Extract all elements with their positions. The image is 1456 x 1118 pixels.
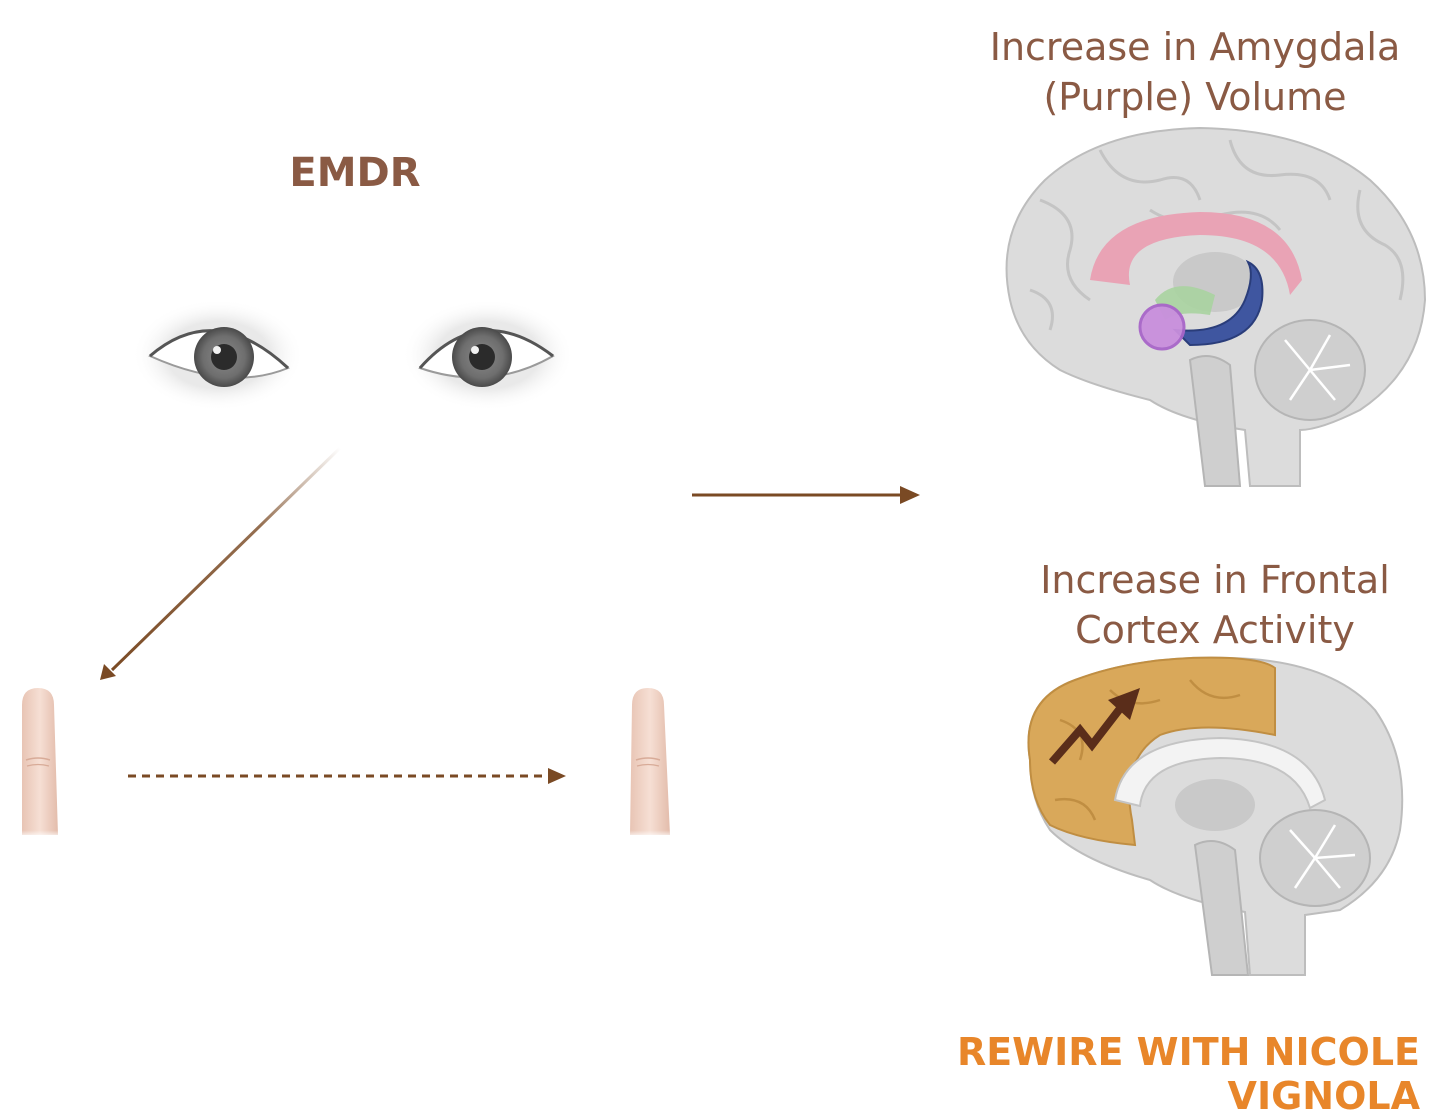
amygdala-caption: Increase in Amygdala (Purple) Volume xyxy=(960,22,1430,122)
trend-up-arrow-icon xyxy=(1048,688,1140,765)
left-finger-icon xyxy=(18,688,62,838)
brain-amygdala-icon xyxy=(1005,126,1427,487)
frontal-caption: Increase in Frontal Cortex Activity xyxy=(985,555,1445,655)
frontal-caption-line1: Increase in Frontal xyxy=(1040,558,1390,602)
emdr-title: EMDR xyxy=(289,150,421,196)
right-eye-icon xyxy=(402,299,574,411)
brain-frontal-cortex-icon xyxy=(1027,656,1404,976)
emdr-to-brain-arrow xyxy=(692,486,920,504)
left-eye-icon xyxy=(132,299,304,411)
amygdala-caption-line2: (Purple) Volume xyxy=(1043,75,1347,119)
finger-movement-dashed-arrow xyxy=(128,768,566,784)
brand-footer: REWIRE WITH NICOLE VIGNOLA xyxy=(956,1030,1420,1118)
amygdala-caption-line1: Increase in Amygdala xyxy=(989,25,1401,69)
frontal-caption-line2: Cortex Activity xyxy=(1075,608,1355,652)
eyes-to-finger-arrow xyxy=(100,446,342,680)
right-finger-icon xyxy=(626,688,674,838)
